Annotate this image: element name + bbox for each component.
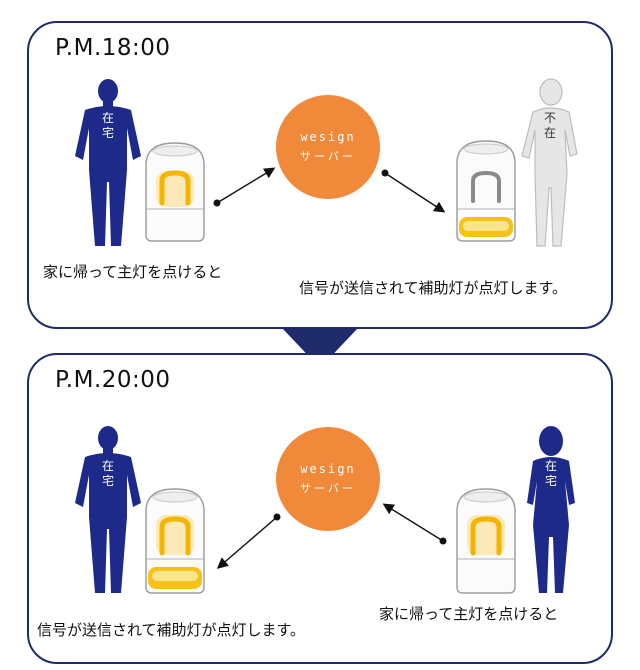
status-char: 宅 <box>101 126 114 140</box>
left-caption: 家に帰って主灯を点けると <box>43 263 223 281</box>
status-char: 宅 <box>544 474 557 488</box>
left-caption: 信号が送信されて補助灯が点灯します。 <box>37 621 306 639</box>
signal-arrows <box>213 167 446 213</box>
panel-evening-20: P.M.20:00 在 宅 wesign サ <box>27 353 613 664</box>
aux-lamp-on-icon <box>456 140 516 242</box>
person-at-home-icon <box>75 79 141 246</box>
right-caption: 信号が送信されて補助灯が点灯します。 <box>299 279 568 297</box>
panel-evening-18: P.M.18:00 在 宅 wesign サーバー <box>27 21 613 329</box>
server-brand: wesign <box>300 130 356 144</box>
status-char: 在 <box>101 111 114 125</box>
right-caption: 家に帰って主灯を点けると <box>379 605 559 623</box>
main-lamp-on-icon <box>145 142 205 242</box>
main-lamp-on-icon <box>456 488 516 594</box>
wesign-server: wesign サーバー <box>276 427 380 531</box>
status-char: 在 <box>544 459 557 473</box>
status-char: 不 <box>543 111 556 125</box>
server-label: サーバー <box>300 482 356 495</box>
wesign-server: wesign サーバー <box>276 95 380 199</box>
server-brand: wesign <box>300 462 356 476</box>
aux-lamp-on-icon <box>145 488 205 594</box>
status-char: 在 <box>543 126 556 140</box>
signal-arrows <box>216 503 447 569</box>
person-at-home-icon <box>75 426 141 593</box>
status-char: 宅 <box>101 474 114 488</box>
panel-time: P.M.18:00 <box>55 35 171 61</box>
server-label: サーバー <box>300 150 356 163</box>
person-absent-icon <box>521 78 578 247</box>
person-at-home-icon <box>527 426 575 593</box>
status-char: 在 <box>101 459 114 473</box>
panel-time: P.M.20:00 <box>55 367 171 393</box>
